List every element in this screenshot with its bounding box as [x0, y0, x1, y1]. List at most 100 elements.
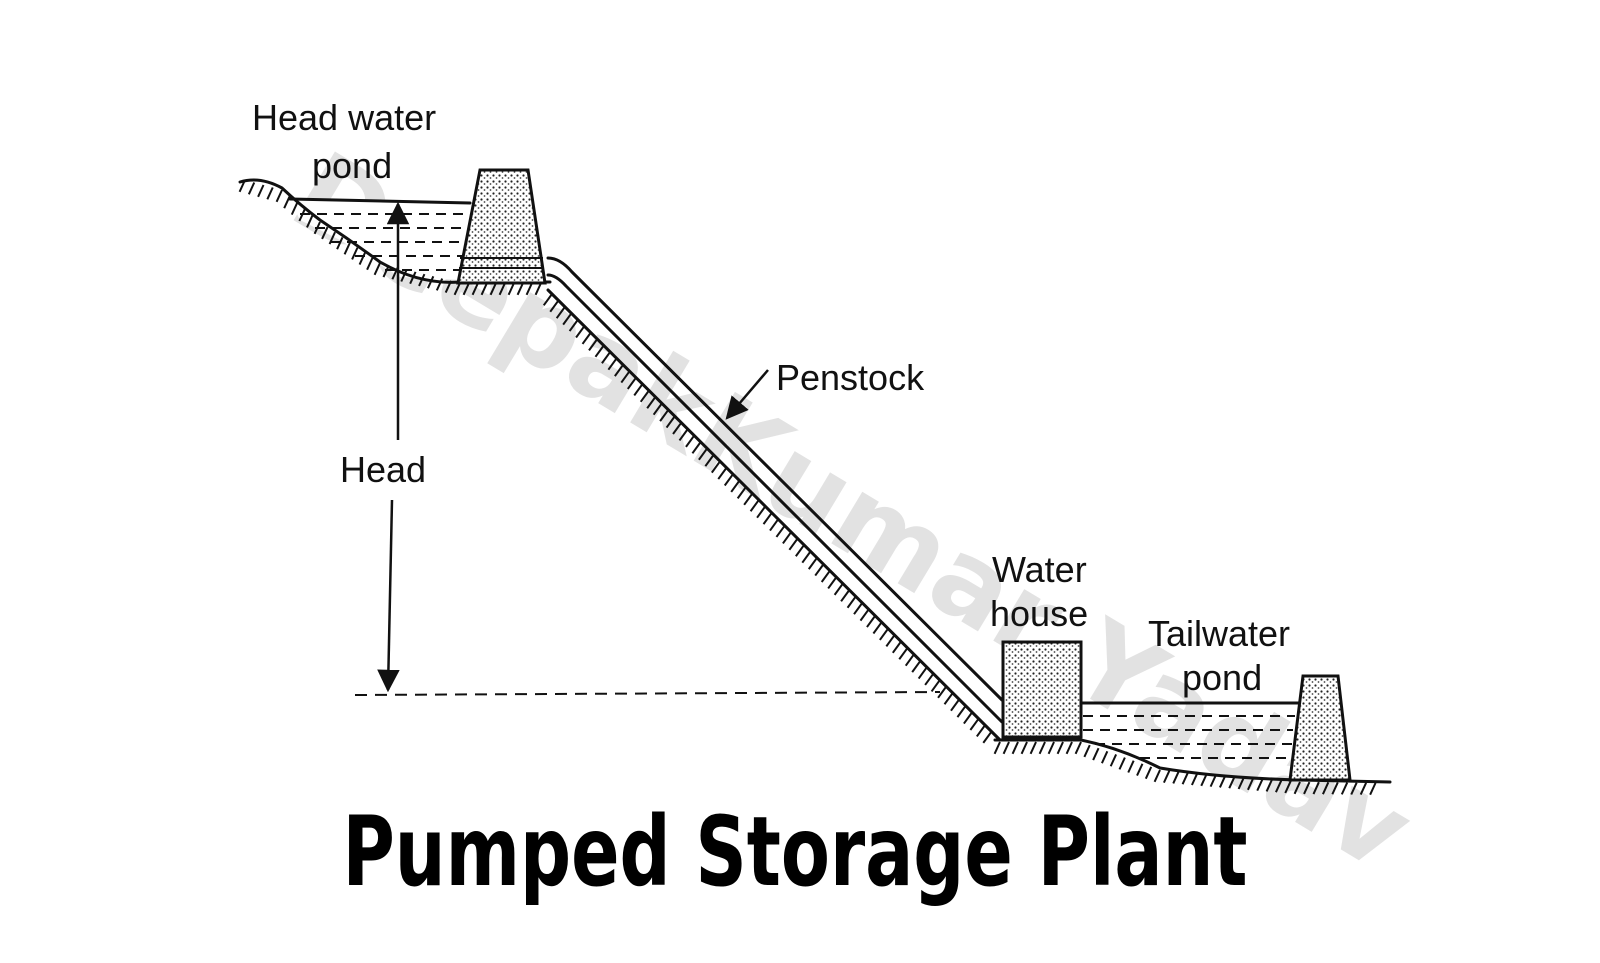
ground-hatch-mark [400, 269, 408, 282]
ground-hatch-mark [762, 512, 773, 525]
ground-hatch-mark [924, 673, 935, 686]
head-label: Head [340, 449, 426, 490]
ground-hatch-mark [730, 480, 741, 493]
ground-hatch-mark [275, 189, 283, 203]
ground-hatch-mark [691, 441, 702, 454]
ground-hatch-mark [678, 428, 689, 442]
ground-hatch-mark [480, 282, 488, 296]
ground-hatch-mark [1350, 782, 1358, 795]
ground-hatch-mark [1011, 741, 1019, 755]
water-house-label-line2: house [990, 593, 1088, 634]
ground-hatch-mark [633, 383, 644, 396]
ground-hatch-mark [1369, 782, 1377, 796]
tailwater-pond-label-line1: Tailwater [1148, 613, 1290, 654]
ground-hatch-mark [814, 563, 825, 577]
ground-hatch-mark [453, 282, 461, 296]
penstock-pipe [546, 256, 1004, 724]
ground-hatch-mark [607, 357, 618, 371]
ground-hatch-mark [1284, 780, 1292, 794]
ground-hatch-mark [498, 282, 506, 296]
ground-hatch-mark [704, 454, 715, 467]
ground-hatch-mark [306, 215, 314, 228]
ground-hatch-mark [1209, 774, 1217, 788]
ground-hatch-mark [516, 282, 524, 296]
ground-hatch-mark [1127, 760, 1135, 773]
ground-hatch-mark [1293, 781, 1301, 795]
ground-hatch-mark [801, 550, 812, 564]
ground-hatch-mark [313, 221, 321, 235]
ground-hatch-mark [575, 325, 586, 339]
ground-hatch-mark [976, 724, 986, 738]
ground-hatch-mark [769, 518, 780, 532]
ground-hatch-mark [782, 531, 792, 544]
tailwater-pond [1079, 701, 1302, 759]
ground-hatch-mark [963, 711, 973, 725]
ground-hatch-mark [555, 306, 566, 319]
ground-hatch-mark [1219, 775, 1227, 788]
ground-hatch-mark [1038, 741, 1046, 755]
ground-hatch-mark [1359, 782, 1368, 796]
ground-hatch-mark [1065, 741, 1073, 755]
ground-hatch-mark [885, 634, 896, 647]
ground-hatch-mark [833, 582, 844, 596]
ground-hatch-mark [1029, 741, 1037, 755]
ground-hatch-mark [358, 252, 366, 265]
ground-hatch-mark [859, 608, 870, 622]
slope-terrain [542, 288, 1002, 744]
ground-hatch-mark [1056, 741, 1064, 755]
ground-hatch-mark [698, 447, 708, 461]
ground-hatch-mark [1340, 782, 1349, 795]
ground-hatch-mark [1303, 781, 1311, 795]
ground-hatch-mark [247, 182, 256, 195]
ground-hatch-mark [266, 187, 274, 200]
ground-hatch-mark [1265, 779, 1273, 792]
ground-hatch-mark [950, 698, 961, 712]
ground-hatch-mark [1331, 782, 1339, 795]
ground-hatch-mark [930, 679, 941, 692]
ground-hatch-mark [290, 202, 299, 216]
ground-hatch-mark [898, 647, 909, 660]
ground-hatch-mark [427, 275, 435, 289]
ground-hatch-mark [283, 195, 291, 209]
ground-hatch-mark [866, 615, 876, 628]
tailwater-pond-label-line2: pond [1182, 657, 1262, 698]
ground-hatch-mark [382, 264, 390, 278]
head-water-pond-label-line2: pond [312, 145, 392, 186]
ground-hatch-mark [723, 473, 734, 487]
ground-hatch-mark [471, 282, 479, 296]
ground-hatch-mark [525, 282, 533, 296]
ground-hatch-mark [891, 640, 902, 654]
ground-hatch-mark [672, 422, 683, 435]
ground-hatch-mark [1074, 741, 1082, 755]
ground-hatch-mark [652, 402, 663, 416]
ground-hatch-mark [820, 570, 831, 583]
head-dimension [354, 201, 941, 696]
ground-hatch-mark [993, 741, 1001, 755]
ground-hatch-mark [685, 434, 696, 448]
ground-hatch-mark [1256, 778, 1264, 792]
ground-hatch-mark [756, 505, 767, 519]
ground-hatch-mark [879, 628, 889, 641]
ground-hatch-mark [853, 602, 864, 615]
ground-hatch-mark [373, 262, 381, 276]
ground-hatch-mark [1191, 772, 1199, 786]
ground-hatch-mark [1101, 750, 1109, 764]
ground-hatch-mark [328, 231, 336, 245]
ground-hatch-mark [1020, 741, 1028, 755]
ground-hatch-mark [343, 242, 351, 255]
penstock-label: Penstock [776, 357, 925, 398]
upper-terrain [238, 178, 552, 296]
ground-hatch-mark [943, 692, 954, 705]
tailwater-dam [1288, 674, 1352, 782]
ground-hatch-mark [646, 396, 657, 409]
ground-hatch-mark [549, 299, 560, 313]
ground-hatch-mark [336, 236, 344, 250]
ground-hatch-mark [1312, 781, 1320, 795]
ground-hatch-mark [1322, 781, 1330, 795]
ground-hatch-mark [1047, 741, 1055, 755]
head-water-pond-label-line1: Head water [252, 97, 436, 138]
ground-hatch-mark [749, 499, 760, 512]
ground-hatch-mark [418, 273, 426, 287]
ground-hatch-mark [717, 467, 728, 480]
